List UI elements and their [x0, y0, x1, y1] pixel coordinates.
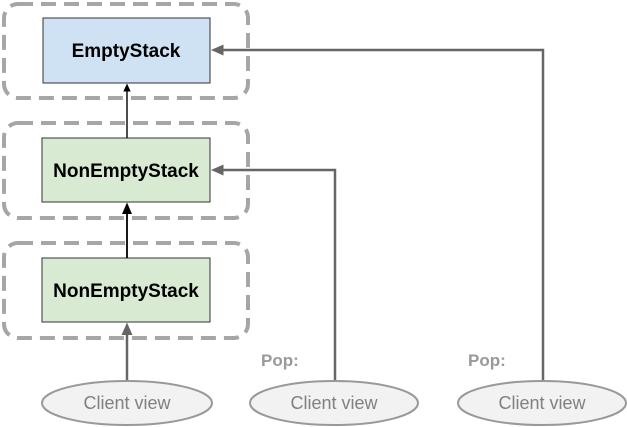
client-view-ellipse-middle — [249, 380, 419, 426]
arrow-client-right-line — [222, 48, 545, 380]
client-view-label-middle: Client view — [290, 393, 378, 413]
arrow-client-left-head — [121, 322, 133, 335]
client-view-ellipse-right — [457, 380, 627, 426]
non-empty-stack-label-bottom: NonEmptyStack — [53, 281, 199, 302]
pop-label-middle: Pop: — [261, 351, 299, 370]
pop-label-right: Pop: — [468, 351, 506, 370]
non-empty-stack-node-middle — [41, 137, 211, 203]
arrow-middle-to-top-head — [123, 83, 131, 92]
empty-stack-node — [42, 17, 211, 84]
arrow-client-right-head — [211, 44, 224, 56]
client-view-label-left: Client view — [83, 393, 171, 413]
non-empty-stack-label-middle: NonEmptyStack — [53, 161, 199, 182]
empty-stack-label: EmptyStack — [72, 41, 181, 62]
arrow-client-middle-line — [222, 168, 337, 380]
arrow-bottom-to-middle-head — [122, 202, 132, 214]
client-view-ellipse-left — [41, 380, 213, 426]
client-view-label-right: Client view — [498, 393, 586, 413]
arrow-client-middle-head — [211, 164, 224, 176]
non-empty-stack-node-bottom — [41, 257, 211, 323]
